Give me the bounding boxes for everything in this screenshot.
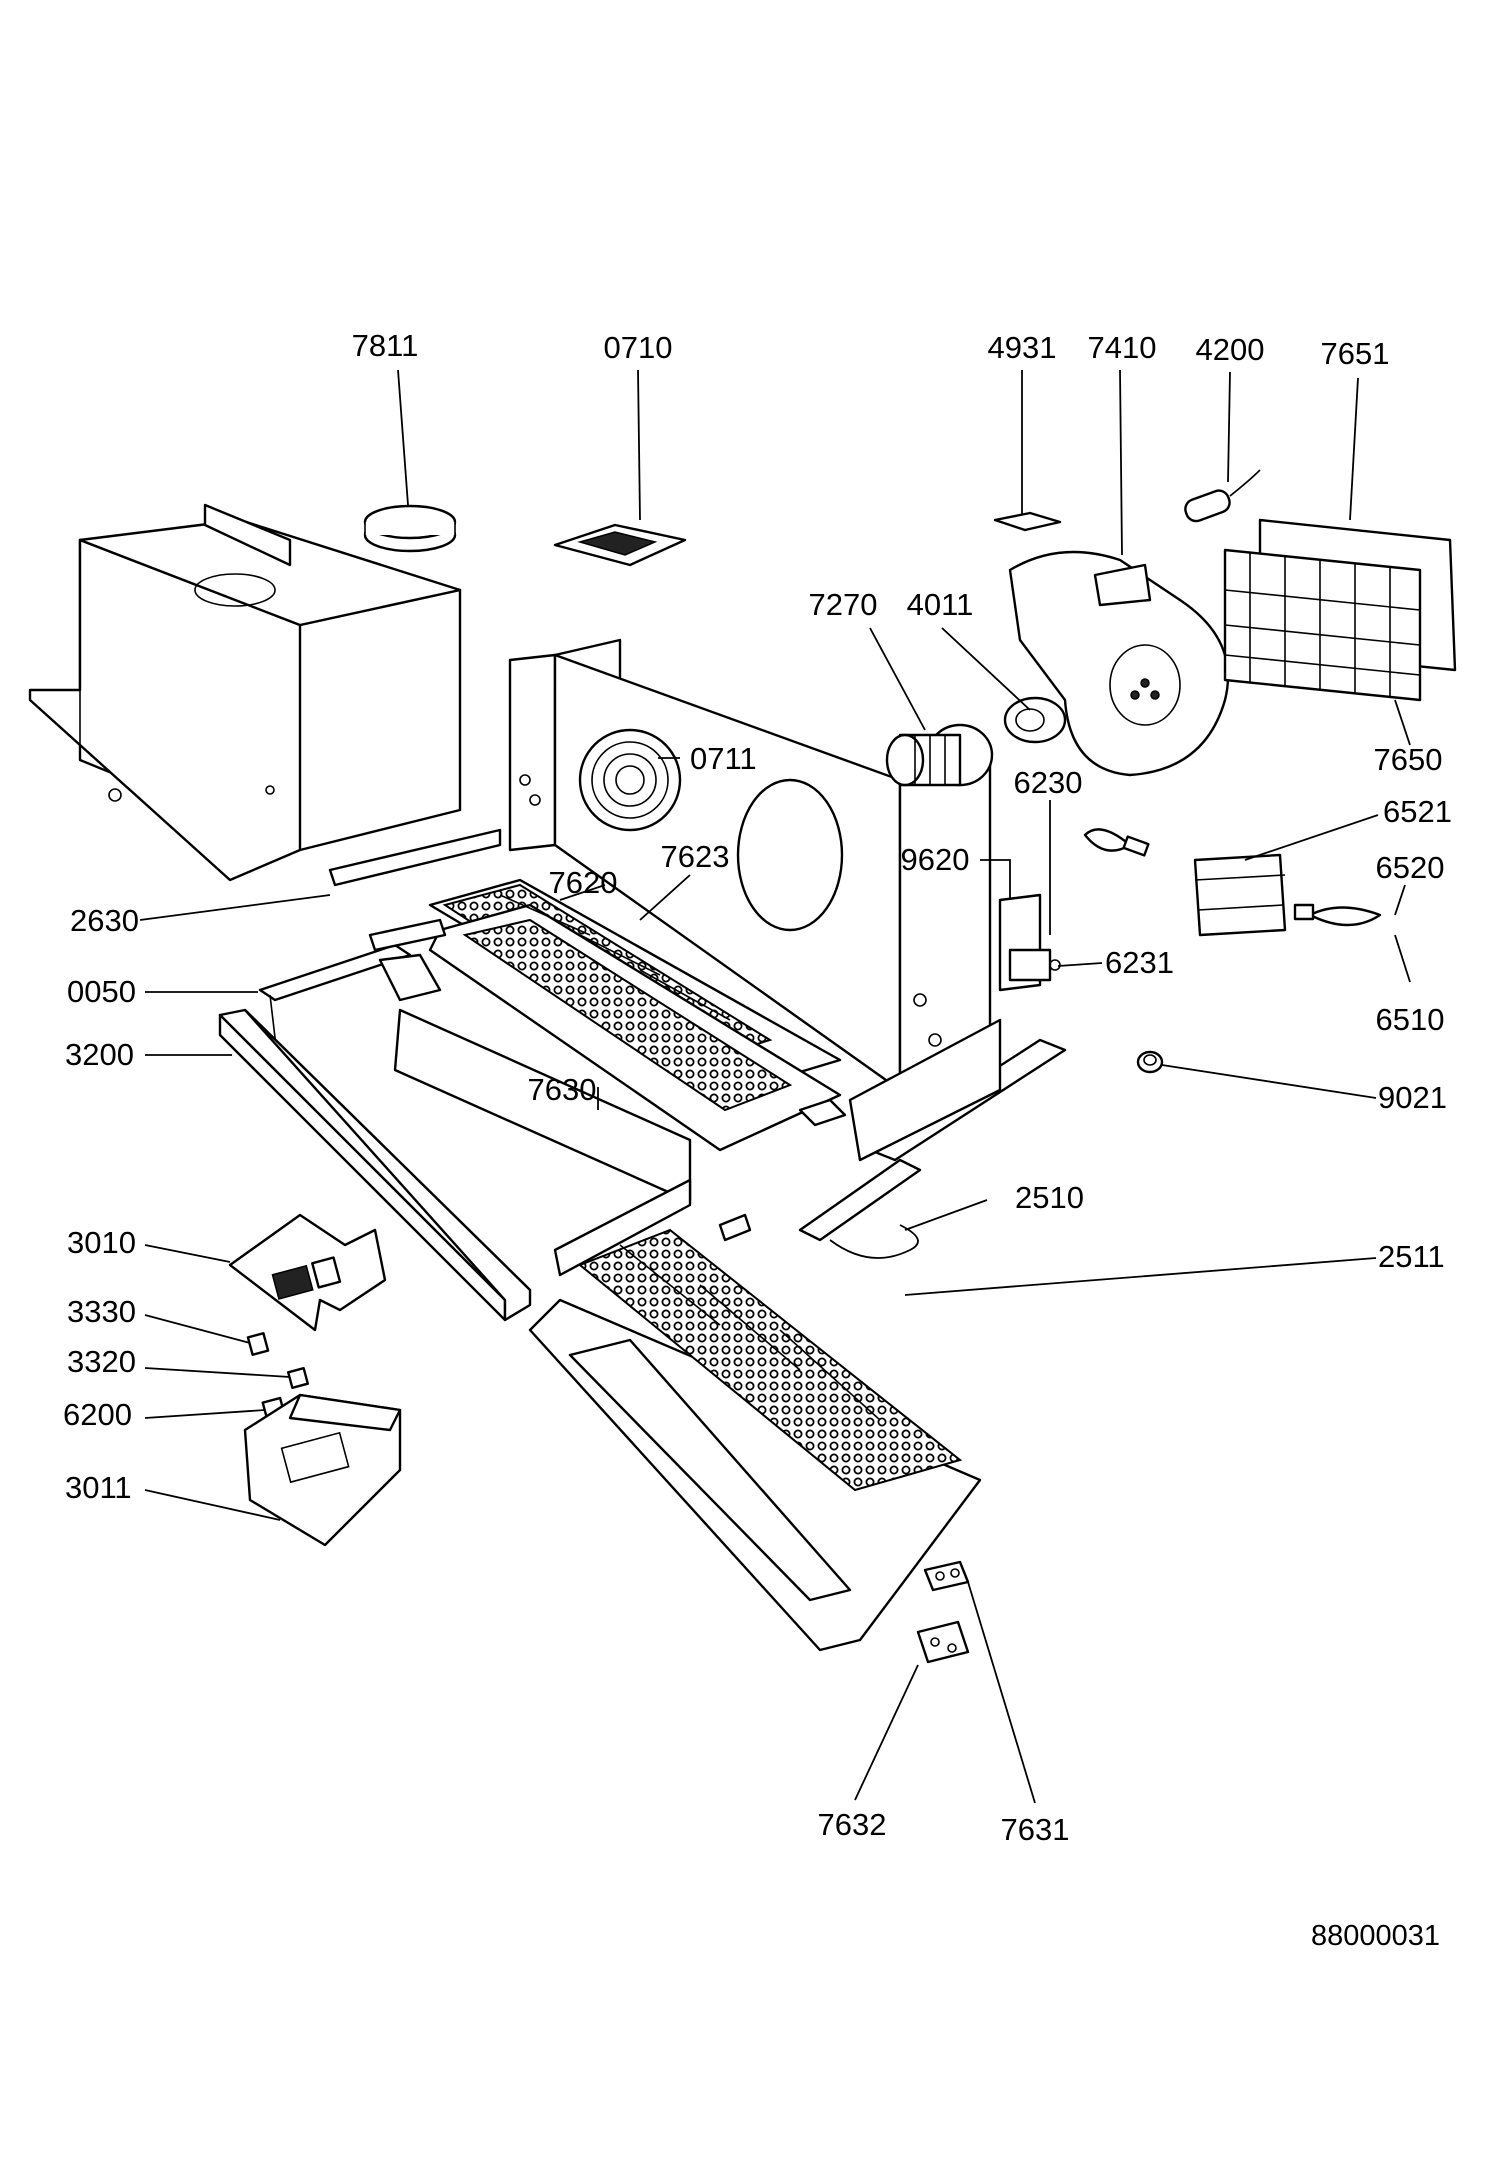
knob-9021-part	[1136, 1050, 1164, 1074]
tray-7630-part	[393, 1008, 692, 1277]
callout-4200: 4200	[1196, 332, 1265, 367]
rail-2510-part	[798, 1018, 1067, 1259]
callout-6200: 6200	[63, 1397, 132, 1432]
upper-filter-part	[428, 878, 842, 1152]
rail-3200-part	[218, 1008, 532, 1322]
control-panel-3010-part	[228, 1213, 387, 1332]
small-switch-parts	[246, 1332, 309, 1424]
callout-7623: 7623	[661, 839, 730, 874]
callout-3330: 3330	[67, 1294, 136, 1329]
callout-7631: 7631	[1001, 1812, 1070, 1847]
hood-cover-part	[28, 503, 502, 887]
filter-frame-part	[1223, 518, 1457, 702]
frame-0050-part	[258, 943, 442, 1081]
callout-2511: 2511	[1378, 1239, 1445, 1274]
callout-7620: 7620	[549, 865, 618, 900]
callout-3011: 3011	[65, 1470, 132, 1505]
callout-7270: 7270	[809, 587, 878, 622]
lower-filter-part	[528, 1228, 982, 1652]
callout-6510: 6510	[1376, 1002, 1445, 1037]
plate-4931-part	[993, 511, 1062, 532]
figure-code: 88000031	[1311, 1920, 1440, 1952]
callout-9021: 9021	[1378, 1080, 1447, 1115]
callout-6521: 6521	[1383, 794, 1452, 829]
clip-parts	[368, 918, 847, 1242]
callout-7811: 7811	[352, 328, 419, 363]
callout-7650: 7650	[1374, 742, 1443, 777]
grille-0710-part	[553, 523, 687, 567]
callout-2630: 2630	[70, 903, 139, 938]
box-3011-part	[243, 1393, 402, 1547]
callout-6230: 6230	[1014, 765, 1083, 800]
callout-3010: 3010	[67, 1225, 136, 1260]
capacitor-4200-part	[1184, 469, 1261, 523]
hub-4011-part	[1003, 696, 1067, 744]
bracket-parts	[916, 1560, 970, 1664]
blower-7410-part	[1008, 550, 1230, 777]
callout-0710: 0710	[604, 330, 673, 365]
callout-3320: 3320	[67, 1344, 136, 1379]
fan-panel-part	[508, 638, 992, 1092]
callout-labels: 7811 0710 4931 7410 4200 7651 7270 4011 …	[63, 328, 1452, 1952]
cap-7811-part	[363, 504, 457, 553]
callout-3200: 3200	[65, 1037, 134, 1072]
callout-2510: 2510	[1015, 1180, 1084, 1215]
lamp-parts	[1083, 828, 1382, 937]
leader-lines	[139, 369, 1411, 1804]
callout-6520: 6520	[1376, 850, 1445, 885]
callout-7651: 7651	[1321, 336, 1390, 371]
callout-4011: 4011	[907, 587, 974, 622]
callout-7410: 7410	[1088, 330, 1157, 365]
callout-7632: 7632	[818, 1807, 887, 1842]
callout-7630: 7630	[528, 1072, 597, 1107]
callout-4931: 4931	[988, 330, 1057, 365]
switch-bracket-part	[998, 893, 1061, 992]
callout-0050: 0050	[67, 974, 136, 1009]
motor-7270-part	[885, 723, 994, 787]
callout-9620: 9620	[901, 842, 970, 877]
callout-0711: 0711	[690, 741, 757, 776]
callout-6231: 6231	[1105, 945, 1174, 980]
